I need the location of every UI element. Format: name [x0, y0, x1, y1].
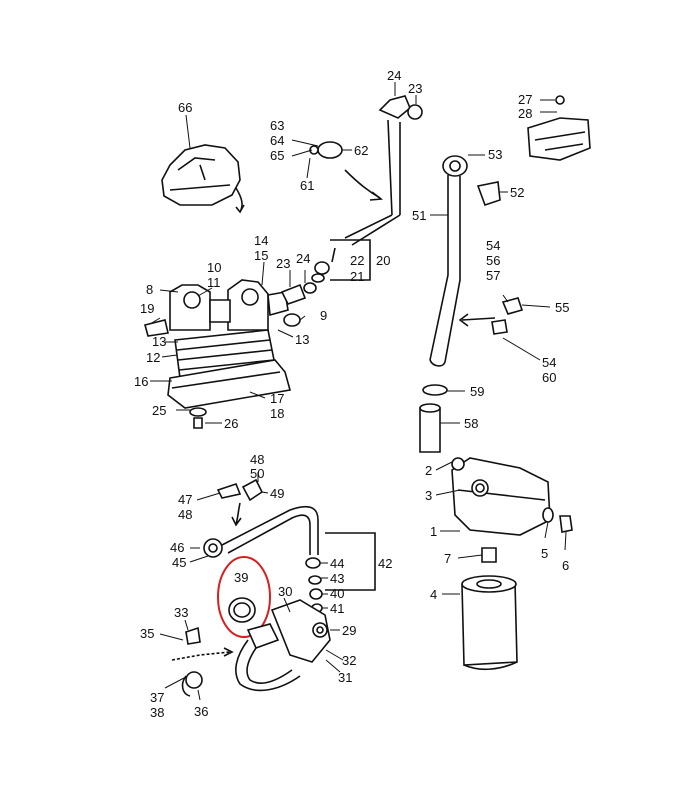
part-62-clamp: [291, 139, 352, 179]
label-61: 61: [300, 178, 314, 193]
label-60: 60: [542, 370, 556, 385]
label-45: 45: [172, 555, 186, 570]
label-52: 52: [510, 185, 524, 200]
label-24-top: 24: [387, 68, 401, 83]
label-29: 29: [342, 623, 356, 638]
label-49: 49: [270, 486, 284, 501]
filter-head: [451, 457, 573, 563]
label-15: 15: [254, 248, 268, 263]
label-58: 58: [464, 416, 478, 431]
label-18: 18: [270, 406, 284, 421]
label-25: 25: [152, 403, 166, 418]
label-56: 56: [486, 253, 500, 268]
part-66-housing: [161, 144, 245, 214]
label-13-left: 13: [152, 334, 166, 349]
label-30: 30: [278, 584, 292, 599]
label-62: 62: [354, 143, 368, 158]
part-58-sleeve: [419, 384, 465, 453]
label-1: 1: [430, 524, 437, 539]
label-8: 8: [146, 282, 153, 297]
label-24-mid: 24: [296, 251, 310, 266]
part-28-cover: [527, 95, 591, 161]
label-35: 35: [140, 626, 154, 641]
label-48-top: 48: [250, 452, 264, 467]
label-42: 42: [378, 556, 392, 571]
label-46: 46: [170, 540, 184, 555]
label-63: 63: [270, 118, 284, 133]
label-31: 31: [338, 670, 352, 685]
label-44: 44: [330, 556, 344, 571]
label-43: 43: [330, 571, 344, 586]
label-54-bottom: 54: [542, 355, 556, 370]
label-19: 19: [140, 301, 154, 316]
label-17: 17: [270, 391, 284, 406]
label-4: 4: [430, 587, 437, 602]
label-22: 22: [350, 253, 364, 268]
label-7: 7: [444, 551, 451, 566]
part-4-filter: [461, 575, 518, 671]
label-27: 27: [518, 92, 532, 107]
label-26: 26: [224, 416, 238, 431]
label-36: 36: [194, 704, 208, 719]
label-32: 32: [342, 653, 356, 668]
label-10: 10: [207, 260, 221, 275]
label-38: 38: [150, 705, 164, 720]
label-40: 40: [330, 586, 344, 601]
arrow-55: [461, 317, 496, 321]
label-39: 39: [234, 570, 248, 585]
leaders-filter: [435, 461, 567, 595]
label-55: 55: [555, 300, 569, 315]
label-6: 6: [562, 558, 569, 573]
label-53: 53: [488, 147, 502, 162]
label-3: 3: [425, 488, 432, 503]
label-9: 9: [320, 308, 327, 323]
label-51: 51: [412, 208, 426, 223]
part-55-bracket: [491, 294, 551, 361]
label-12: 12: [146, 350, 160, 365]
label-21: 21: [350, 269, 364, 284]
label-5: 5: [541, 546, 548, 561]
label-14: 14: [254, 233, 268, 248]
label-37: 37: [150, 690, 164, 705]
oil-cooler-assembly: [144, 239, 371, 429]
label-47: 47: [178, 492, 192, 507]
label-65: 65: [270, 148, 284, 163]
label-2: 2: [425, 463, 432, 478]
label-23-top: 23: [408, 81, 422, 96]
label-48-bottom: 48: [178, 507, 192, 522]
label-11: 11: [207, 275, 221, 290]
label-41: 41: [330, 601, 344, 616]
label-23-mid: 23: [276, 256, 290, 271]
leaders-cooler: [149, 261, 306, 424]
label-13-right: 13: [295, 332, 309, 347]
label-57: 57: [486, 268, 500, 283]
label-28: 28: [518, 106, 532, 121]
label-59: 59: [470, 384, 484, 399]
leader-66: [185, 114, 191, 149]
part-30-pickup: [159, 597, 344, 701]
label-64: 64: [270, 133, 284, 148]
arrow-47: [235, 502, 241, 525]
part-oil-line: [189, 472, 376, 613]
highlight-39: [217, 556, 271, 638]
label-33: 33: [174, 605, 188, 620]
label-66: 66: [178, 100, 192, 115]
dipstick-tube-top: [344, 82, 423, 246]
part-51-tube: [429, 154, 508, 367]
label-54-top: 54: [486, 238, 500, 253]
callout-labels: 66 63 64 65 62 61 24 23 27 28 53 52 51 1…: [134, 68, 569, 720]
label-50: 50: [250, 466, 264, 481]
label-16: 16: [134, 374, 148, 389]
label-20: 20: [376, 253, 390, 268]
